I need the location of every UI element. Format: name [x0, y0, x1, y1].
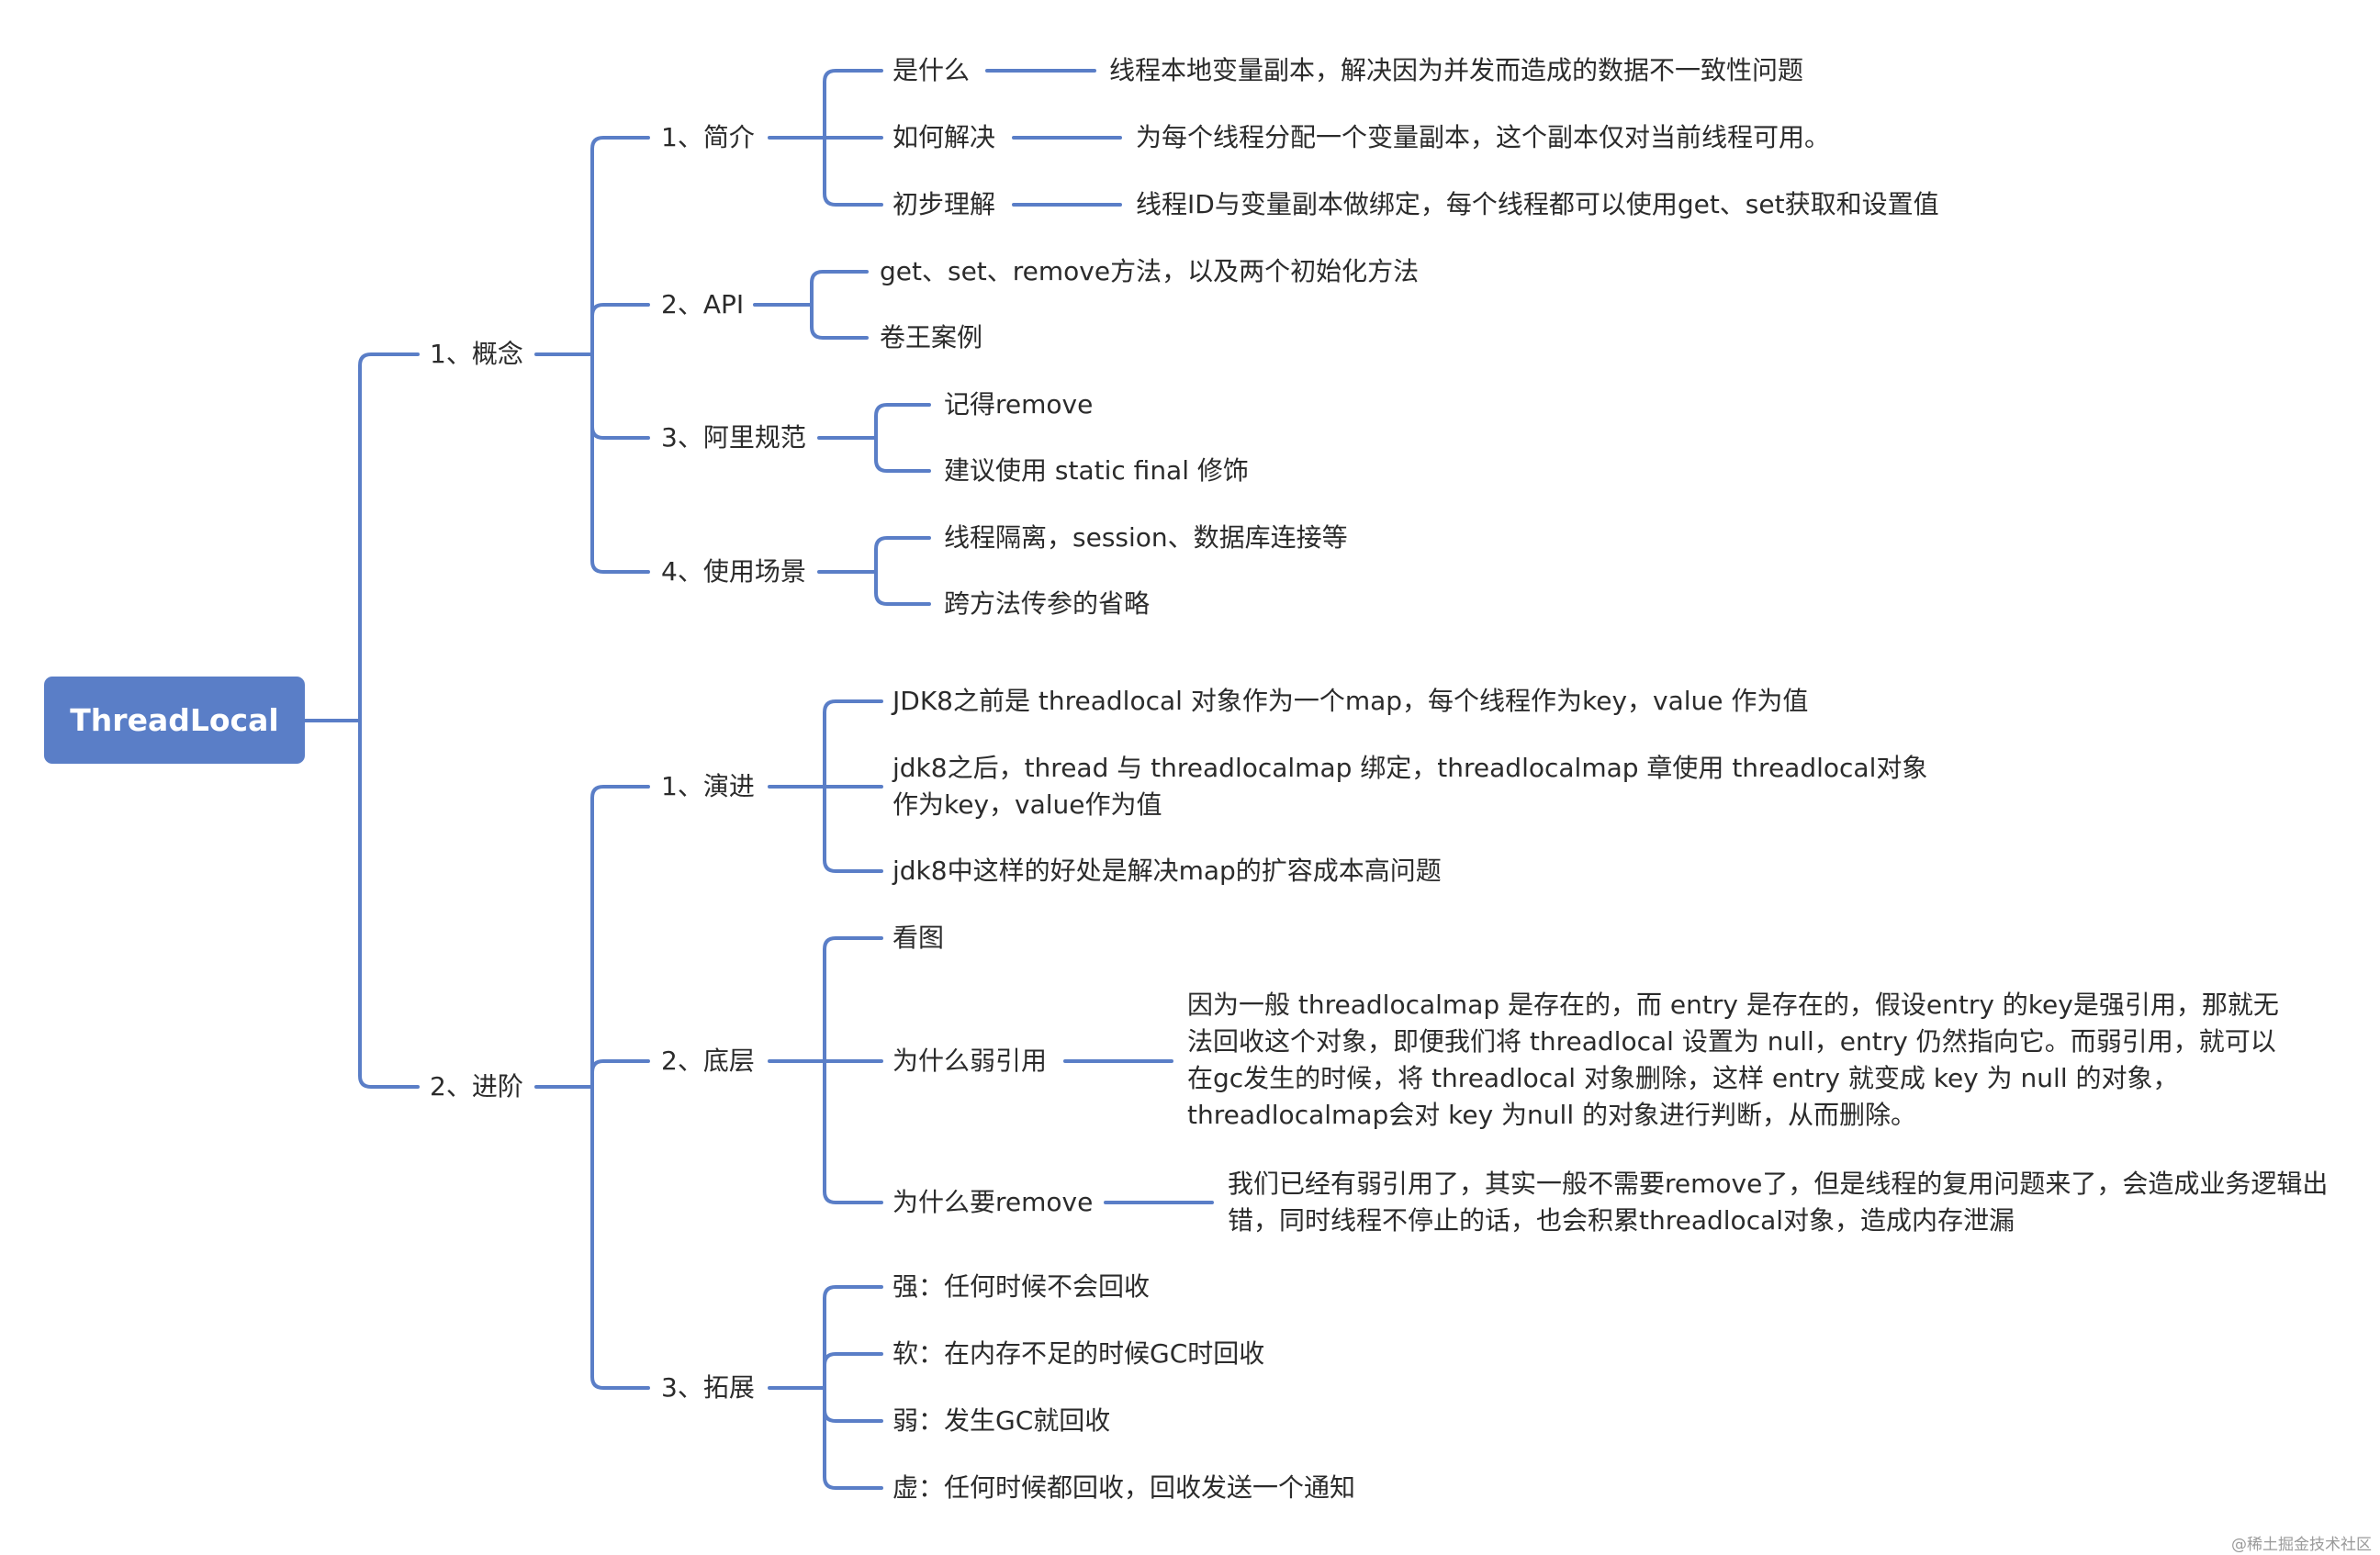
- node-ali-spec: 3、阿里规范: [661, 422, 806, 453]
- node-scenarios: 4、使用场景: [661, 556, 806, 587]
- leaf-why-weak-ref: 为什么弱引用: [892, 1046, 1048, 1076]
- connector-scenarios: [817, 536, 931, 606]
- leaf-param-omission: 跨方法传参的省略: [944, 588, 1151, 619]
- leaf-static-final: 建议使用 static final 修饰: [944, 455, 1249, 486]
- leaf-thread-isolation: 线程隔离，session、数据库连接等: [944, 522, 1348, 553]
- node-underlying: 2、底层: [661, 1046, 755, 1076]
- leaf-remember-remove: 记得remove: [944, 389, 1094, 420]
- leaf-why-remove-detail: 我们已经有弱引用了，其实一般不需要remove了，但是线程的复用问题来了，会造成…: [1228, 1169, 2329, 1236]
- node-intro: 1、简介: [661, 122, 755, 152]
- leaf-jdk8-benefit: jdk8中这样的好处是解决map的扩容成本高问题: [892, 856, 1442, 886]
- leaf-api-methods: get、set、remove方法，以及两个初始化方法: [880, 256, 1420, 286]
- leaf-how-solve-detail: 为每个线程分配一个变量副本，这个副本仅对当前线程可用。: [1136, 122, 1831, 152]
- leaf-why-weak-ref-detail: 因为一般 threadlocalmap 是存在的，而 entry 是存在的，假设…: [1187, 990, 2279, 1130]
- leaf-api-case: 卷王案例: [880, 322, 983, 352]
- leaf-why-remove: 为什么要remove: [892, 1187, 1094, 1217]
- connector-extension: [768, 1285, 883, 1490]
- leaf-strong-ref: 强：任何时候不会回收: [892, 1271, 1151, 1302]
- connector-root: [303, 352, 420, 1089]
- connector-intro: [768, 69, 883, 207]
- leaf-see-figure: 看图: [892, 923, 945, 953]
- leaf-how-solve: 如何解决: [892, 122, 996, 152]
- leaf-understanding: 初步理解: [892, 189, 996, 219]
- node-api: 2、API: [661, 289, 745, 319]
- root-node: ThreadLocal: [44, 677, 305, 764]
- branch-concept: 1、概念: [430, 339, 523, 369]
- connector-evolution: [768, 699, 883, 873]
- leaf-what-is-detail: 线程本地变量副本，解决因为并发而造成的数据不一致性问题: [1109, 55, 1804, 85]
- node-evolution: 1、演进: [661, 771, 755, 801]
- connector-api: [753, 270, 869, 340]
- leaf-phantom-ref: 虚：任何时候都回收，回收发送一个通知: [892, 1472, 1356, 1503]
- leaf-soft-ref: 软：在内存不足的时候GC时回收: [892, 1338, 1265, 1369]
- node-extension: 3、拓展: [661, 1372, 755, 1403]
- watermark: @稀土掘金技术社区: [2231, 1536, 2372, 1554]
- leaf-before-jdk8: JDK8之前是 threadlocal 对象作为一个map，每个线程作为key，…: [892, 686, 1809, 716]
- connector-ali-spec: [817, 403, 931, 473]
- leaf-what-is: 是什么: [892, 55, 971, 85]
- connector-concept: [534, 136, 650, 574]
- connector-underlying: [768, 936, 883, 1204]
- leaf-after-jdk8: jdk8之后，thread 与 threadlocalmap 绑定，thread…: [892, 753, 1928, 820]
- branch-advanced: 2、进阶: [430, 1071, 523, 1102]
- connector-advanced: [534, 785, 650, 1390]
- leaf-understanding-detail: 线程ID与变量副本做绑定，每个线程都可以使用get、set获取和设置值: [1136, 189, 1939, 219]
- leaf-weak-ref: 弱：发生GC就回收: [892, 1405, 1111, 1436]
